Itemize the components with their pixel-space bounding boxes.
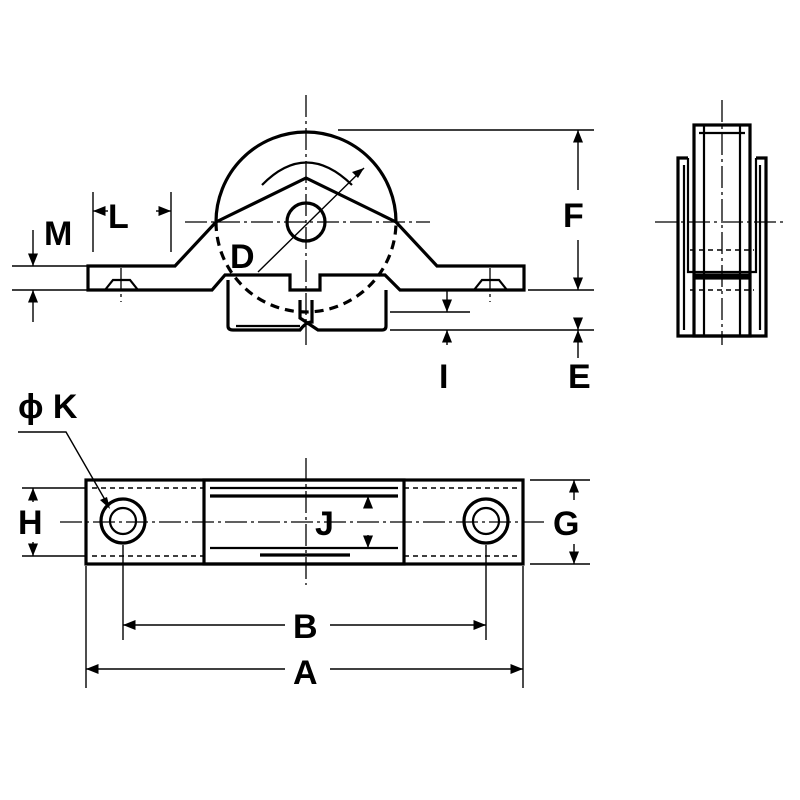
diameter-leader-line <box>257 167 365 273</box>
diameter-arrowhead <box>352 168 364 178</box>
bracket-body <box>86 176 526 292</box>
label-m: M <box>44 215 72 253</box>
axle-hole <box>285 201 327 243</box>
left-screw <box>104 268 139 302</box>
wheel-groove-arc <box>261 161 353 186</box>
right-mounting-hole <box>462 497 510 545</box>
wheel-hidden-arc <box>214 221 398 314</box>
label-i: I <box>439 358 448 396</box>
side-view <box>655 100 785 345</box>
label-l: L <box>108 198 129 236</box>
label-j: J <box>315 505 334 543</box>
side-wheel-lower <box>692 276 752 338</box>
label-g: G <box>553 505 579 543</box>
side-bracket-inner <box>686 158 758 274</box>
top-view: ϕ K H J G B A <box>18 388 590 692</box>
label-b: B <box>293 608 318 646</box>
front-view: M L D F I E <box>12 95 594 396</box>
side-wheel-upper <box>692 123 752 277</box>
label-e: E <box>568 358 591 396</box>
k-arrowhead <box>100 497 110 509</box>
label-f: F <box>563 197 584 235</box>
label-h: H <box>18 504 43 542</box>
left-mounting-hole <box>99 497 147 545</box>
label-a: A <box>293 654 318 692</box>
right-shoe <box>298 290 388 332</box>
wheel-outer-arc <box>214 130 398 223</box>
label-d: D <box>230 238 255 276</box>
k-leader-line <box>18 431 109 506</box>
label-k: ϕ K <box>18 388 78 426</box>
right-screw <box>473 268 508 302</box>
